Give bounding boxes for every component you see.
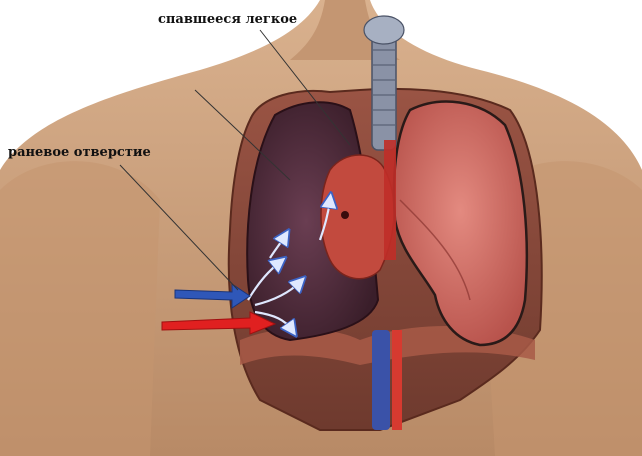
aorta: [392, 330, 402, 430]
label-collapsed-lung: спавшееся легкое: [158, 12, 297, 27]
left-arm: [0, 161, 160, 456]
aortic-arch: [384, 140, 396, 260]
label-wound-opening: раневое отверстие: [8, 145, 151, 160]
heart-dot: [341, 211, 349, 219]
heart: [321, 155, 394, 279]
larynx: [364, 16, 404, 44]
vena-cava: [372, 330, 390, 430]
